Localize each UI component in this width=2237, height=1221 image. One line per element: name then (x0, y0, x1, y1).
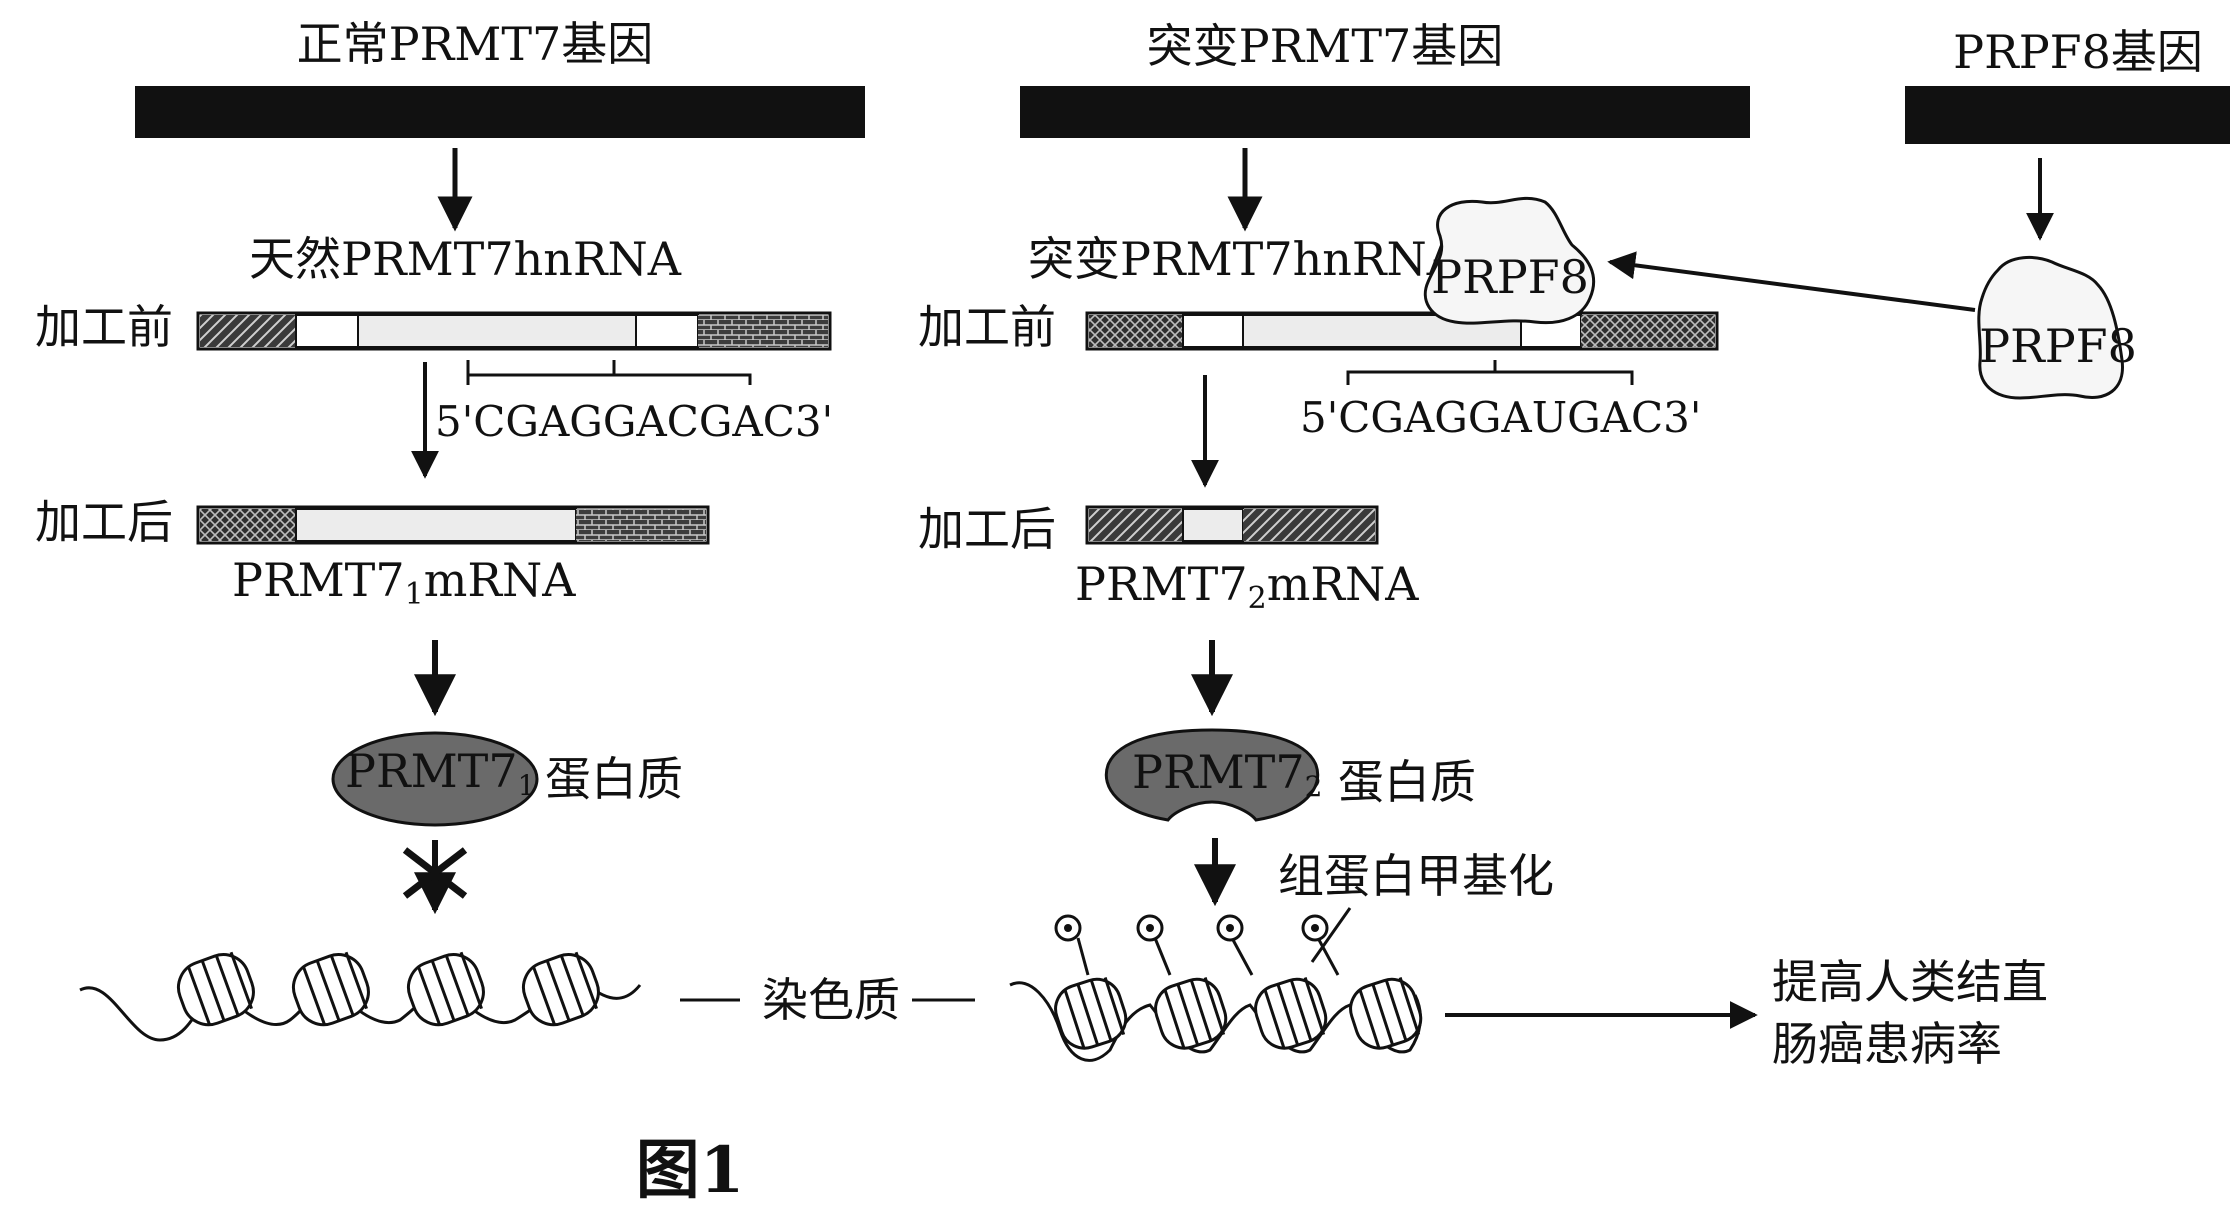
left-chromatin (79, 951, 642, 1042)
left-hnrna-label: 天然PRMT7hnRNA (249, 232, 682, 286)
right-gene-bar (1020, 86, 1750, 138)
prmt7-1-protein (331, 731, 539, 827)
outcome-line-2: 肠癌患病率 (1772, 1017, 2002, 1071)
left-protein-suffix: 蛋白质 (545, 752, 683, 806)
left-after-label: 加工后 (35, 495, 173, 549)
right-before-label: 加工前 (918, 300, 1056, 354)
prmt7-2-protein-label: PRMT72 (1132, 745, 1322, 803)
left-hnrna-bar (196, 311, 832, 351)
prpf8-bound-label: PRPF8 (1431, 250, 1589, 304)
right-protein-suffix: 蛋白质 (1338, 755, 1476, 809)
prpf8-gene-title: PRPF8基因 (1953, 25, 2203, 79)
left-mrna-bar (196, 505, 710, 545)
left-mrna-label: PRMT71mRNA (232, 553, 576, 612)
chromatin-label: 染色质 (762, 973, 900, 1027)
right-hnrna-bar (1085, 311, 1719, 351)
prmt7-1-protein-label: PRMT71 (345, 744, 535, 802)
methyl-group-icon (1054, 914, 1329, 942)
right-mrna-label: PRMT72mRNA (1075, 557, 1419, 616)
blocked-arrow (402, 840, 468, 915)
prpf8-binding-arrow (1607, 251, 1976, 312)
right-hnrna-label: 突变PRMT7hnRNA (1028, 232, 1461, 286)
left-sequence-bracket (466, 360, 752, 385)
right-after-label: 加工后 (918, 502, 1056, 556)
right-sequence-bracket (1346, 360, 1634, 385)
left-gene-bar (135, 86, 865, 138)
prmt7-2-protein (1104, 728, 1320, 822)
prpf8-gene-bar (1905, 86, 2230, 144)
figure-caption: 图1 (636, 1133, 745, 1208)
outcome-line-1: 提高人类结直 (1772, 955, 2048, 1009)
right-gene-title: 突变PRMT7基因 (1147, 19, 1504, 73)
methylation-pointer (1310, 907, 1352, 963)
methylation-label: 组蛋白甲基化 (1278, 849, 1554, 903)
right-mrna-bar (1085, 505, 1379, 545)
prpf8-free-label: PRPF8 (1979, 319, 2137, 373)
left-sequence: 5'CGAGGACGAC3' (435, 397, 833, 446)
left-before-label: 加工前 (35, 300, 173, 354)
prpf8-free-protein (1977, 256, 2124, 400)
prpf8-bound-protein (1423, 196, 1596, 325)
left-gene-title: 正常PRMT7基因 (297, 17, 654, 71)
right-sequence: 5'CGAGGAUGAC3' (1300, 393, 1701, 442)
right-chromatin (1009, 937, 1423, 1062)
